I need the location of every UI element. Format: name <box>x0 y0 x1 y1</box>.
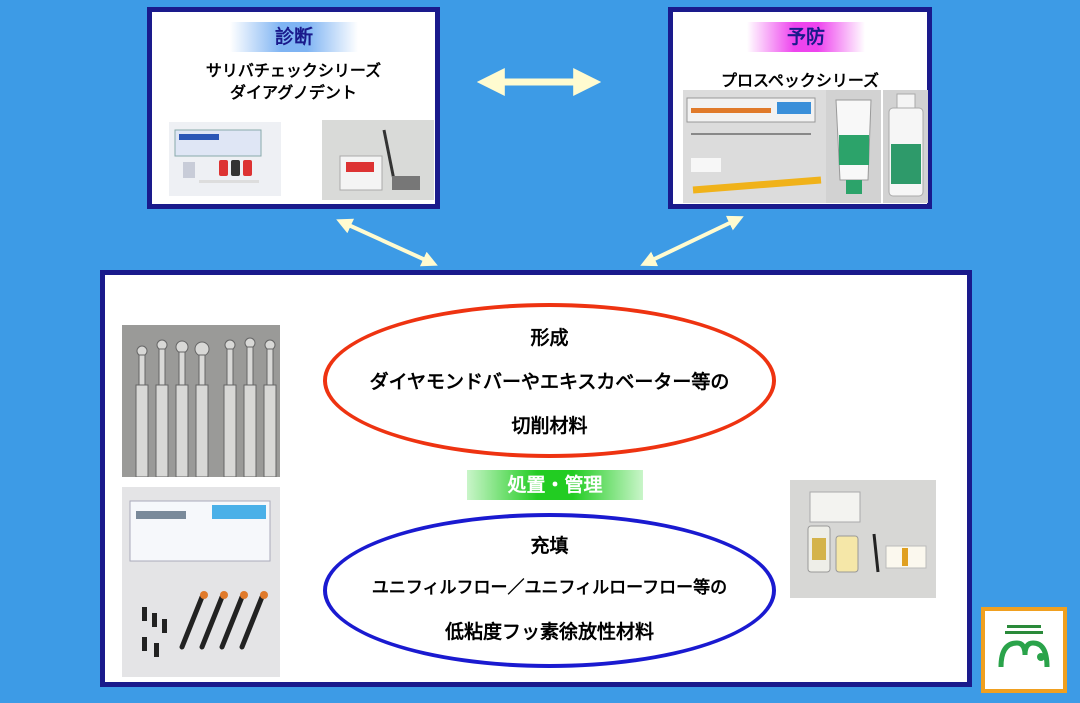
toothpaste-photo <box>826 90 881 203</box>
prevention-tag: 予防 <box>747 22 865 52</box>
prevention-treatment-arrow <box>640 215 744 267</box>
diagnosis-tag: 診断 <box>230 22 358 52</box>
prevention-product-line1: プロスペックシリーズ <box>720 71 880 90</box>
forming-line2: 切削材料 <box>511 415 588 437</box>
toothbrush-photo <box>683 90 826 203</box>
forming-title: 形成 <box>530 327 569 349</box>
diagnosis-treatment-arrow <box>336 218 438 267</box>
diagnosis-box: 診断 サリバチェックシリーズ ダイアグノデント <box>147 7 440 209</box>
forming-line1: ダイヤモンドバーやエキスカベーター等の <box>369 371 730 393</box>
treatment-box: 形成 ダイヤモンドバーやエキスカベーター等の 切削材料 処置・管理 充填 ユニフ… <box>100 270 972 687</box>
treatment-tag: 処置・管理 <box>467 470 643 500</box>
diamond-bur-photo <box>122 325 280 477</box>
fuji-kit-photo <box>790 480 936 598</box>
diagnosis-product-line1: サリバチェックシリーズ <box>205 61 382 80</box>
prevention-box: 予防 プロスペックシリーズ <box>668 7 932 209</box>
forming-ellipse: 形成 ダイヤモンドバーやエキスカベーター等の 切削材料 <box>323 303 776 458</box>
diagnodent-photo <box>322 120 434 200</box>
filling-line1: ユニフィルフロー／ユニフィルローフロー等の <box>371 578 728 598</box>
filling-line2: 低粘度フッ素徐放性材料 <box>444 621 654 643</box>
company-logo <box>981 607 1067 693</box>
filling-ellipse: 充填 ユニフィルフロー／ユニフィルローフロー等の 低粘度フッ素徐放性材料 <box>323 513 776 668</box>
mouthwash-photo <box>883 90 928 203</box>
filling-title: 充填 <box>530 535 569 557</box>
saliva-check-photo <box>169 122 281 196</box>
unifil-flow-photo <box>122 487 280 677</box>
diagnosis-product-line2: ダイアグノデント <box>230 83 357 102</box>
